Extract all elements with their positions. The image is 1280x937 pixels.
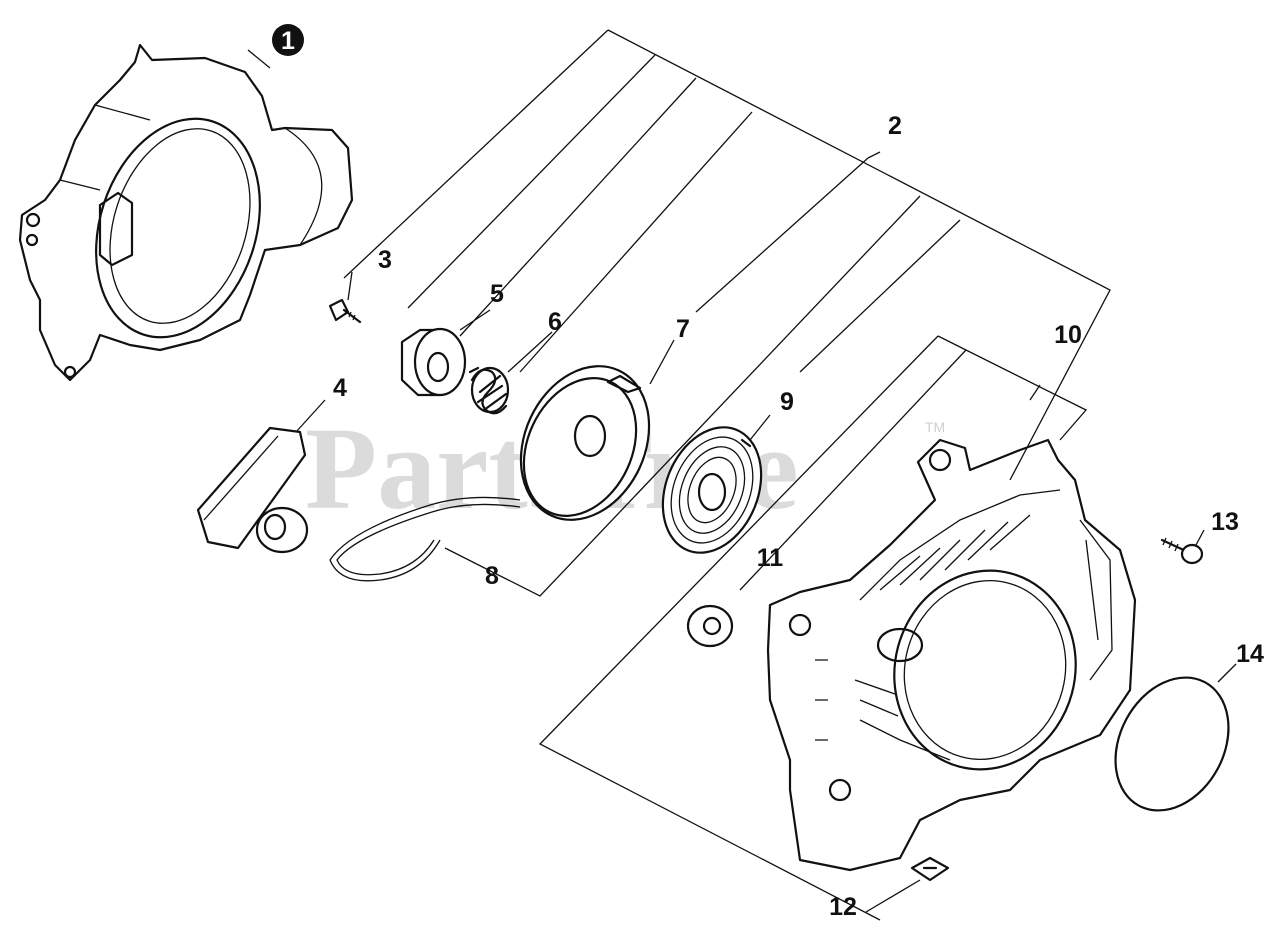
part-6-spring (468, 366, 510, 415)
callout-1: 1 (281, 27, 295, 55)
part-3-screw (328, 298, 362, 324)
part-4-starter-handle (196, 426, 309, 554)
part-8-rope (329, 496, 521, 582)
part-11-washer (686, 604, 734, 648)
part-14-seal (1114, 676, 1230, 812)
callout-3: 3 (378, 246, 392, 274)
part-9-recoil-spring (661, 426, 763, 554)
part-12-nut (910, 856, 950, 882)
callout-9: 9 (780, 388, 794, 416)
part-10-starter-housing (766, 438, 1137, 872)
callout-7: 7 (676, 315, 690, 343)
callout-14: 14 (1236, 640, 1264, 668)
callout-12: 12 (829, 893, 857, 921)
callout-8: 8 (485, 562, 499, 590)
callout-10: 10 (1054, 321, 1082, 349)
leader-lines (247, 29, 1237, 921)
part-5-pulley-hub (400, 327, 467, 397)
part-7-reel (519, 365, 651, 521)
part-1-fan-cover (18, 43, 354, 382)
callout-6: 6 (548, 308, 562, 336)
callout-11: 11 (757, 544, 784, 572)
callouts: 1 2 3 4 5 6 7 8 9 10 11 12 13 14 (272, 24, 1264, 921)
watermark-tm: TM (925, 419, 945, 435)
callout-5: 5 (490, 280, 504, 308)
callout-4: 4 (333, 374, 347, 402)
callout-1-badge (272, 24, 304, 56)
part-13-bolt (1160, 537, 1204, 565)
callout-13: 13 (1211, 508, 1239, 536)
callout-2: 2 (888, 112, 902, 140)
